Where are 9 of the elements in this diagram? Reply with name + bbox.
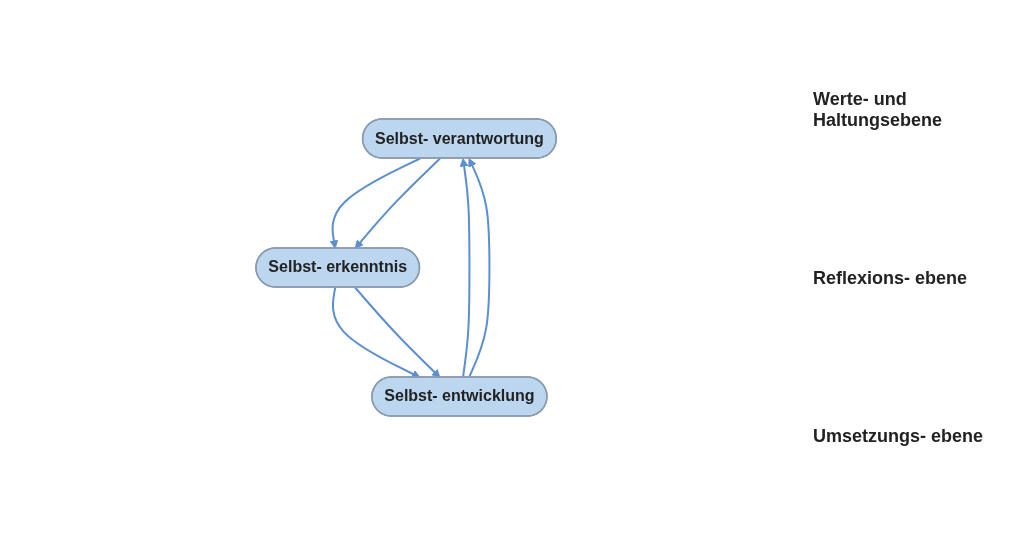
arrow [329,157,422,249]
level-label: Umsetzungs- ebene [813,425,985,447]
arrow [355,157,442,249]
level-label: Werte- und Haltungsebene [813,88,944,131]
arrow [332,286,421,378]
arrow [354,286,441,378]
arrow [468,158,491,379]
level-label: Reflexions- ebene [813,267,969,289]
arrow [460,158,471,379]
